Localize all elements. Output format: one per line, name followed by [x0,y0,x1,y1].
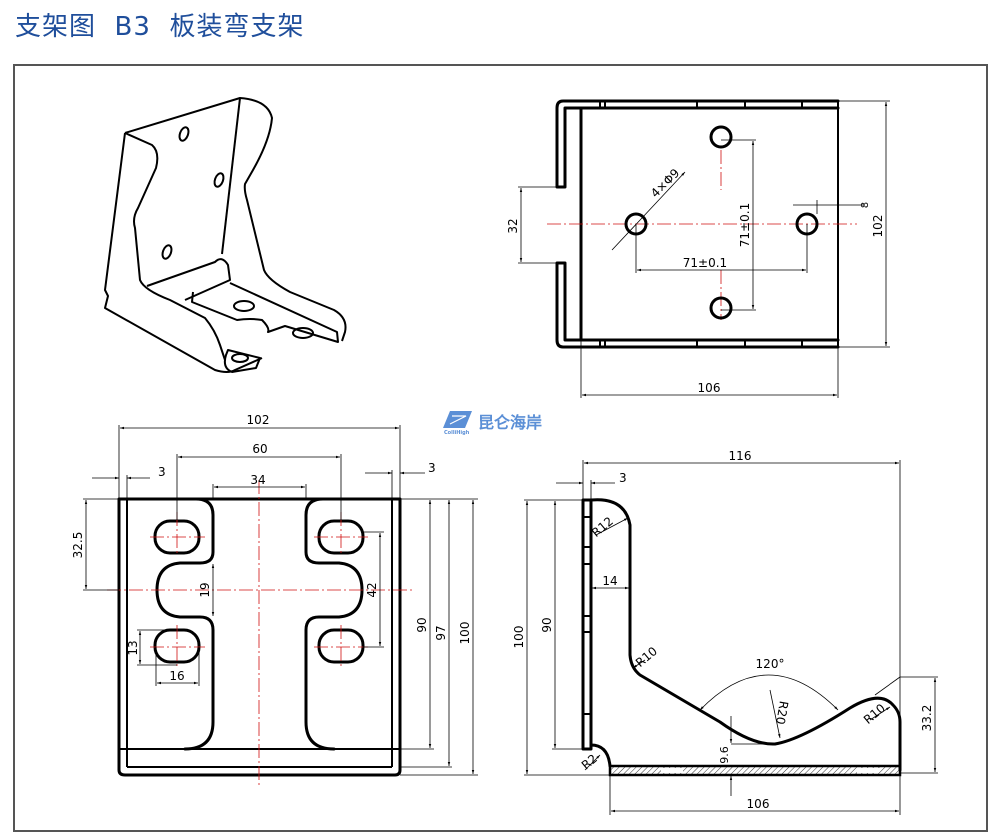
dim-9-6: 9.6 [718,746,731,764]
dim-angle-120: 120° [756,657,785,671]
hole-icon [233,300,255,312]
dim-3-left: 3 [158,465,166,479]
dim-8: 8 [860,202,871,208]
dim-3-right: 3 [428,461,436,475]
dim-106: 106 [698,381,721,395]
dim-32: 32 [506,218,520,233]
dim-33-2: 33.2 [920,705,934,732]
logo: ColliHigh 昆仑海岸 [443,411,542,436]
dim-r10-inner: R10 [633,644,660,670]
dim-102: 102 [247,413,270,427]
mount-hole [709,125,733,149]
dim-14: 14 [602,574,617,588]
logo-text: 昆仑海岸 [478,413,542,432]
dim-19: 19 [198,582,212,597]
logo-icon [443,411,472,428]
mount-hole [709,296,733,320]
dim-100: 100 [512,626,526,649]
dim-42: 42 [365,582,379,597]
hole-icon [213,172,225,188]
dim-60: 60 [252,442,267,456]
dim-102: 102 [871,215,885,238]
dim-71-vertical: 71±0.1 [738,203,752,247]
hole-icon [231,353,249,363]
hole-icon [161,244,173,260]
dim-90: 90 [540,617,554,632]
hole-icon [292,327,314,339]
drawing-frame [13,64,988,832]
dim-16: 16 [169,669,184,683]
dim-100: 100 [458,622,472,645]
dim-r2: R2 [579,751,600,772]
dim-32-5: 32.5 [71,532,85,559]
base-section [608,764,902,777]
top-view: 32 102 106 71±0.1 71±0.1 4×Φ9 8 [506,99,890,398]
dim-71-horizontal: 71±0.1 [683,256,727,270]
front-view: 102 60 34 3 3 32.5 19 42 13 16 90 97 100 [71,413,478,788]
dim-r12: R12 [589,514,616,540]
hole-callout: 4×Φ9 [648,166,682,200]
dim-13: 13 [126,640,140,655]
dim-106: 106 [747,797,770,811]
dim-3: 3 [619,471,627,485]
isometric-view [104,97,347,373]
dim-r10-outer: R10 [861,701,888,727]
dim-34: 34 [250,473,265,487]
side-view: 116 3 100 90 14 106 33.2 9.6 120° R20 R1… [512,449,938,815]
dim-90: 90 [415,617,429,632]
hole-icon [178,126,190,142]
page-title: 支架图 B3 板装弯支架 [15,12,305,42]
dim-116: 116 [729,449,752,463]
logo-sub: ColliHigh [444,430,470,436]
dim-97: 97 [434,625,448,640]
dim-r20: R20 [773,700,791,726]
